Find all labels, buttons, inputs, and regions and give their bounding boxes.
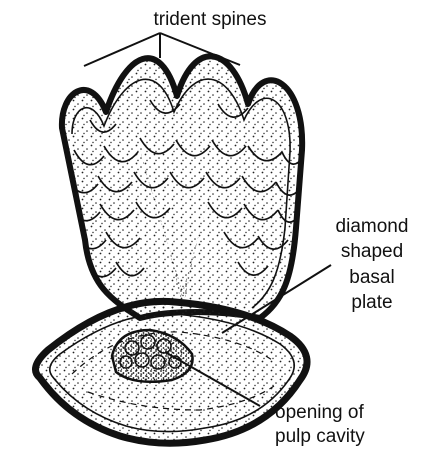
- label-basal: basal: [349, 267, 394, 288]
- label-opening-of: opening of: [275, 402, 364, 423]
- label-shaped: shaped: [341, 241, 403, 262]
- scale-crown: [62, 56, 304, 318]
- label-pulp-cavity: pulp cavity: [275, 426, 365, 447]
- label-trident-spines: trident spines: [153, 9, 266, 30]
- label-diamond: diamond: [336, 216, 409, 237]
- basal-plate: [36, 301, 308, 443]
- label-plate: plate: [351, 292, 392, 313]
